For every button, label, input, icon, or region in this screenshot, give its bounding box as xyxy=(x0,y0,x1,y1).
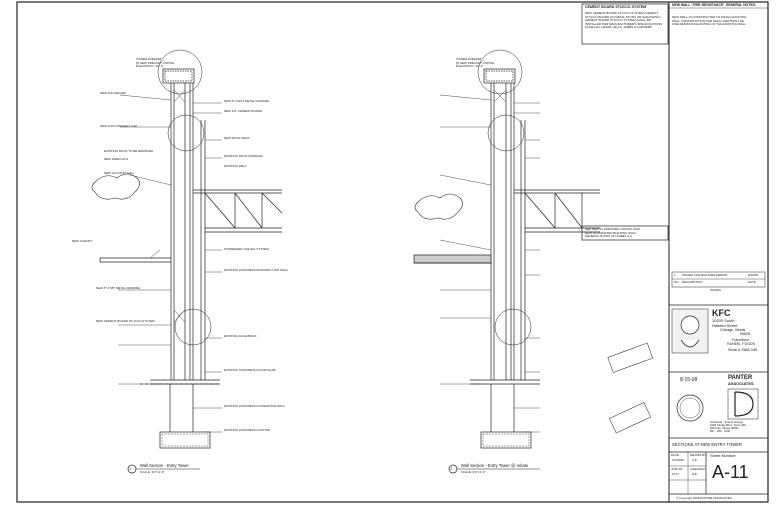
left-parapet-label: TOWER PARAPET @ NEW PRECAST COPING ELEVA… xyxy=(136,57,175,69)
general-note-line: NEW ILLUMINATED BUILDING SIGN xyxy=(585,230,636,235)
job-label: JOB NO.: xyxy=(671,467,684,471)
general-notes: SEE NEW ILLUMINATED CANOPY AND NEW ILLUM… xyxy=(585,227,640,239)
label: NEW 2x6 LEDGER xyxy=(100,91,126,95)
franchisee-label: Franchisee: xyxy=(732,338,750,342)
label: EXISTING ROOF TO BE REMOVED xyxy=(104,149,154,153)
architect-lines: Architects - Interior Design 1000 Skokie… xyxy=(710,421,746,433)
fire-notes-title: NEW WALL "FIRE RESISTANCE" GENERAL NOTES… xyxy=(672,3,757,7)
section-2-num: 2 xyxy=(450,466,453,471)
label: NEW 2x4 STUD WALL xyxy=(104,171,135,175)
issues-header-date: DATE xyxy=(748,280,756,284)
issues-header-desc: DESCRIPTION xyxy=(682,280,703,284)
client-address-2: Halsted Street xyxy=(712,322,738,328)
issues-label: ISSUES xyxy=(710,288,722,292)
copyright: © Copyright 2008 PANTER ASSOCIATES xyxy=(676,496,732,500)
label: NEW CEMENT BOARD STUCCO SYSTEM xyxy=(96,319,155,323)
label: NEW ROOF DECK xyxy=(224,136,250,140)
parapet-line: @ NEW PRECAST COPING xyxy=(136,60,175,65)
fire-note-line: WALL CONSTRUCTION AND SHALL MAINTAIN THE xyxy=(672,18,744,23)
issue-no: 1 xyxy=(674,273,676,277)
seal-note: 8-15-08 xyxy=(680,377,698,383)
label: NEW 8 3/4" PARAPET CAP xyxy=(100,124,138,128)
cement-note-line: STUCCO BOARD ON METAL STUDS OR SHEATHING… xyxy=(585,14,661,19)
section-2-scale: SCALE: 3/4"=1'-0" xyxy=(461,470,486,474)
cement-note-line: FLASH ALL HEADS, SILLS, JAMBS & CORNERS xyxy=(585,25,652,30)
check-label: CHECKED: xyxy=(690,467,706,471)
franchisee-name: RAHEEL FOODS xyxy=(727,342,756,346)
section-1-scale: SCALE: 3/4"=1'-0" xyxy=(140,470,165,474)
architect-name-1: PANTER xyxy=(728,375,753,381)
section-1-num: 1 xyxy=(129,466,132,471)
date-value: 10/30/08 xyxy=(672,458,684,462)
label: SUSPENDED CEILING SYSTEM xyxy=(224,247,269,251)
general-note-line: SEE NEW ILLUMINATED CANOPY AND xyxy=(585,227,640,231)
label: NEW CANOPY xyxy=(72,239,93,243)
check-value: E.E. xyxy=(692,472,698,476)
right-parapet-label: TOWER PARAPET @ NEW PRECAST COPING ELEVA… xyxy=(456,57,495,69)
label: EXISTING CONCRETE MASONRY UNIT WALL xyxy=(224,268,289,272)
fire-notes-lines: NEW WALL IS CONSTRUCTED TO MATCH EXISTIN… xyxy=(672,15,747,27)
parapet-line: @ NEW PRECAST COPING xyxy=(456,60,495,65)
label: EXISTING FACE BRICK xyxy=(224,334,257,338)
label: EXISTING ROOF MATERIAL xyxy=(224,154,264,158)
issues-header-no: NO. xyxy=(674,280,680,284)
label: EXISTING WALL xyxy=(224,164,247,168)
section-2-title: Wall Section - Entry Tower @ rebate xyxy=(461,463,529,468)
client-address-1: 10200 South xyxy=(712,318,735,323)
label: EXISTING CONCRETE FOOTING xyxy=(224,428,271,432)
cement-notes-title: CEMENT BOARD STUCCO SYSTEM xyxy=(585,5,647,9)
label: EXISTING CONCRETE FLOOR SLAB xyxy=(224,368,276,372)
cement-note-line: CEMENT BOARD STUCCO SYSTEM SHALL BE xyxy=(585,18,651,23)
date-label: DATE: xyxy=(671,453,680,457)
architect-line: Wilmette, Illinois 60091 xyxy=(710,426,739,430)
architect-line: 1000 Skokie Blvd., Suite 400 xyxy=(710,423,746,427)
fire-note-line: FIRE RESISTANCE RATING OF THE EXISTING W… xyxy=(672,22,747,27)
label: NEW 1/2" CEMENT BOARD xyxy=(224,109,263,113)
fire-note-line: NEW WALL IS CONSTRUCTED TO MATCH EXISTIN… xyxy=(672,15,747,19)
architect-line: Architects - Interior Design xyxy=(710,420,743,424)
general-note-line: GENERAL NOTES ON SHEET A-6 xyxy=(585,234,632,239)
label: NEW 6" LIGHT METAL FRAMING xyxy=(224,99,270,103)
drawn-value: K.E. xyxy=(692,458,698,462)
client-city-1: Chicago, Illinois xyxy=(720,328,746,332)
sheet-number-label: Sheet Number xyxy=(710,453,736,458)
sheet-title: SECTIONS AT NEW ENTRY TOWER xyxy=(672,442,743,447)
section-1-title: Wall Section - Entry Tower xyxy=(140,463,189,468)
architect-name-2: ASSOCIATES xyxy=(728,381,754,386)
cement-note-line: NEW CEMENT BOARD STUCCO SYSTEM (CEMENT xyxy=(585,11,659,15)
issue-date: 8/10/08 xyxy=(748,273,759,277)
client-city-2: 60628 xyxy=(740,332,750,336)
label: NEW 5" 3 5/8" METAL FRAMING xyxy=(96,286,141,290)
job-value: 0777 xyxy=(672,472,679,476)
label: EXISTING CONCRETE FOUNDATION WALL xyxy=(224,404,286,408)
parapet-line: TOWER PARAPET xyxy=(136,57,162,61)
label: NEW WIRE LATH xyxy=(104,157,128,161)
client-brand: KFC xyxy=(712,308,731,318)
drawn-label: DRAWN BY: xyxy=(690,453,707,457)
cement-note-line: INSTALLED PER MANUFACTURER'S SPECIFICATI… xyxy=(585,21,663,26)
architect-line: 847 . 256 . 1500 xyxy=(710,429,731,433)
parapet-line: ELEVATION = 26'-0" xyxy=(136,64,164,69)
parapet-line: TOWER PARAPET xyxy=(456,57,482,61)
cement-notes-lines: NEW CEMENT BOARD STUCCO SYSTEM (CEMENT S… xyxy=(585,11,663,30)
issue-desc: ISSUED FOR BUILDING PERMIT xyxy=(682,273,728,277)
store-number: Store # J588-045 xyxy=(728,348,758,352)
sheet-number: A-11 xyxy=(712,462,749,482)
parapet-line: ELEVATION = 26'-0" xyxy=(456,64,484,69)
